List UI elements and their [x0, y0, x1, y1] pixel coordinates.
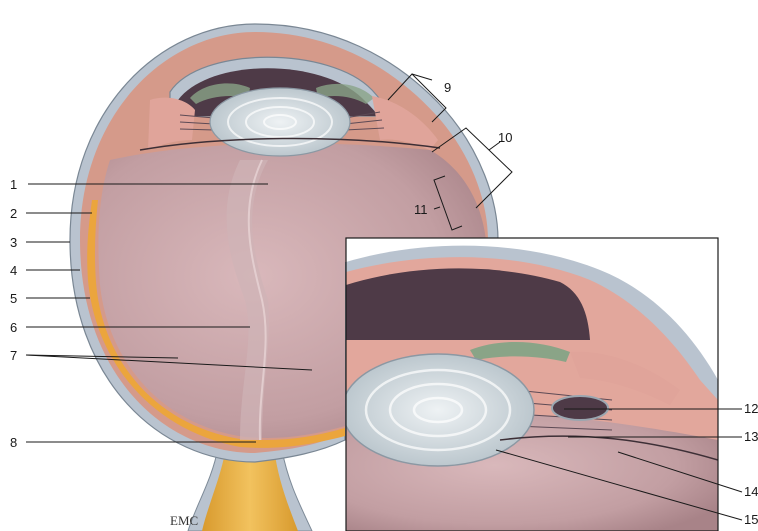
label-10: 10 — [498, 130, 512, 145]
label-7: 7 — [10, 348, 17, 363]
label-11: 11 — [414, 202, 428, 217]
label-8: 8 — [10, 435, 17, 450]
label-4: 4 — [10, 263, 17, 278]
label-14: 14 — [744, 484, 758, 499]
label-15: 15 — [744, 512, 758, 527]
label-2: 2 — [10, 206, 17, 221]
label-1: 1 — [10, 177, 17, 192]
artist-signature: EMC — [170, 513, 198, 528]
label-5: 5 — [10, 291, 17, 306]
label-12: 12 — [744, 401, 758, 416]
magnified-inset — [342, 238, 718, 531]
label-3: 3 — [10, 235, 17, 250]
label-13: 13 — [744, 429, 758, 444]
label-9: 9 — [444, 80, 451, 95]
label-6: 6 — [10, 320, 17, 335]
